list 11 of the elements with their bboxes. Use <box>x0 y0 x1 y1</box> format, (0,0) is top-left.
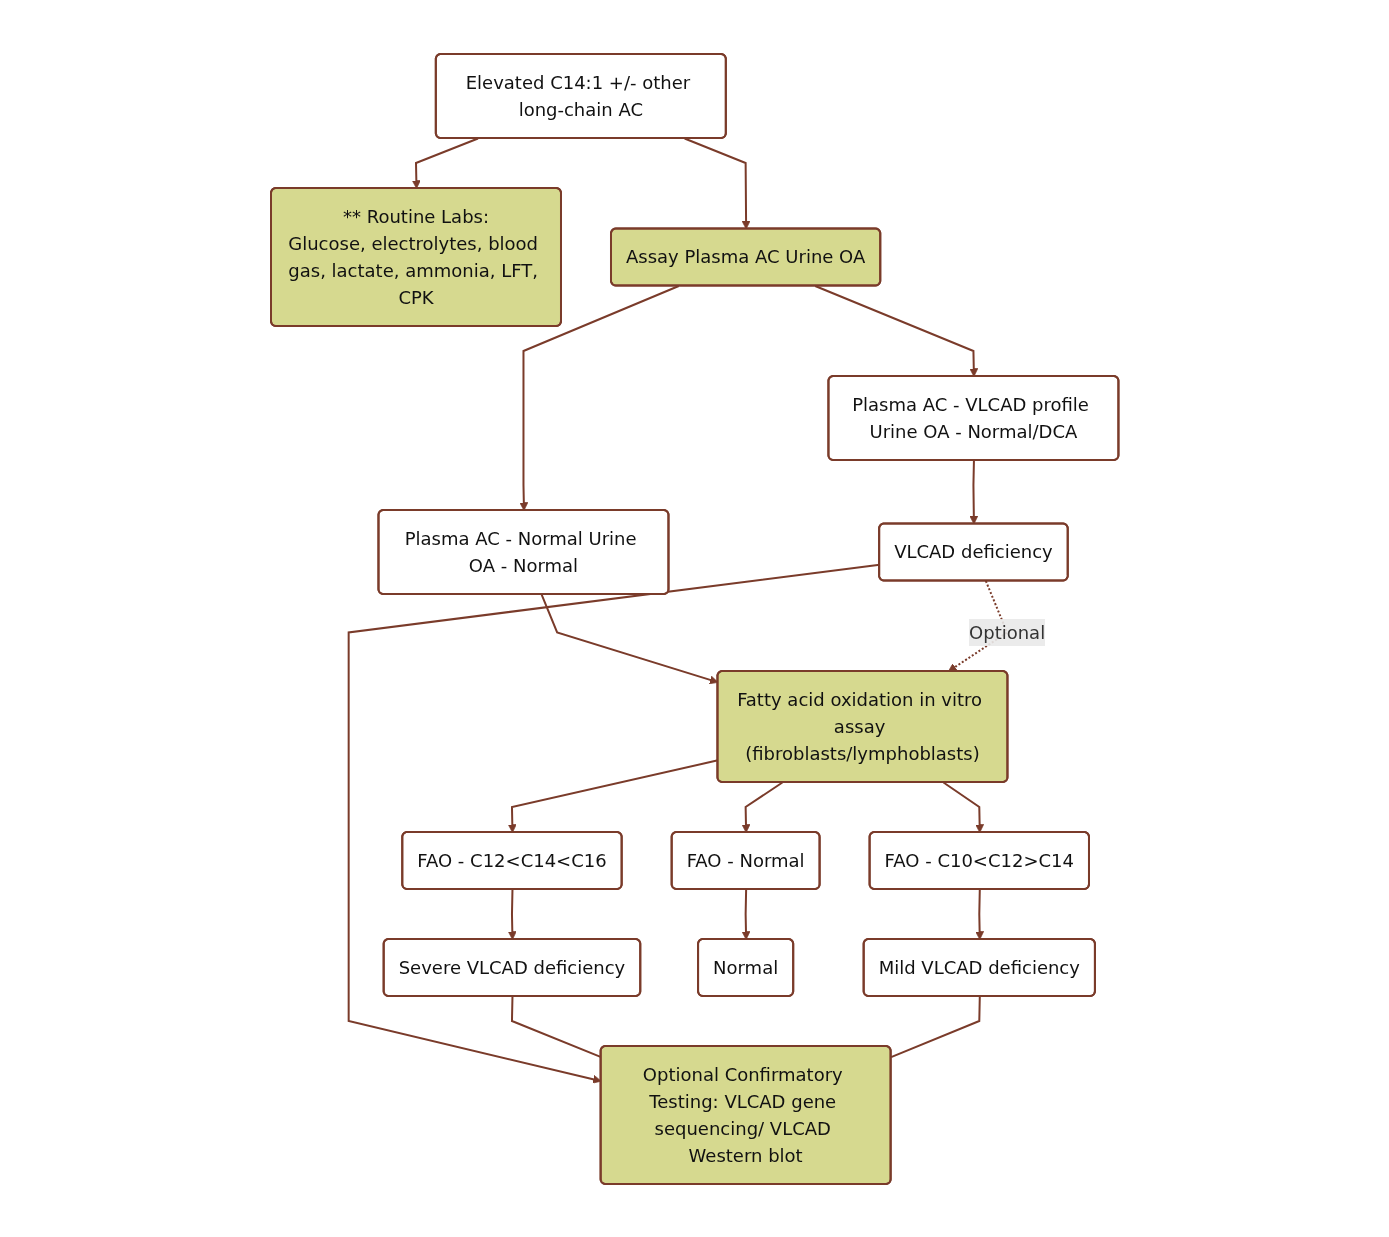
arrow <box>969 459 978 524</box>
edge-label: Optional <box>968 621 1045 643</box>
arrow <box>814 284 978 377</box>
arrow <box>507 888 517 940</box>
arrow <box>683 137 751 229</box>
arrow <box>411 137 479 189</box>
arrow <box>741 781 784 833</box>
arrow <box>975 888 984 940</box>
arrow <box>942 781 984 833</box>
arrow <box>519 284 680 511</box>
arrow <box>741 888 751 940</box>
